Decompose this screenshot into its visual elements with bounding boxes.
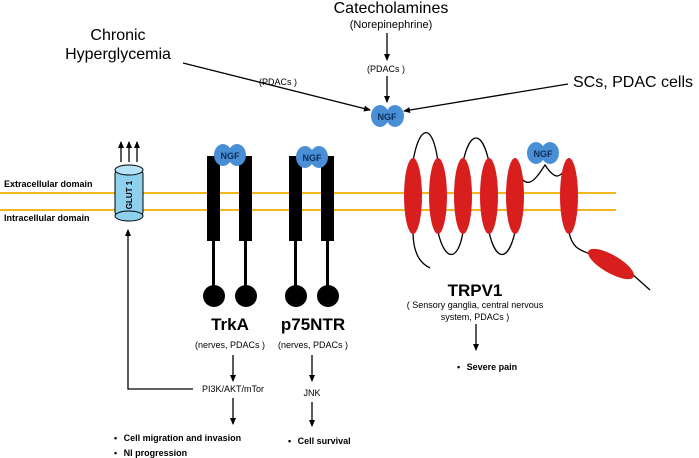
ngf-top-label: NGF	[378, 112, 398, 122]
arrow-pathway-to-glut1	[125, 229, 193, 390]
catecholamines-label: Catecholamines	[334, 0, 449, 17]
ngf-trpv1-label: NGF	[534, 149, 554, 159]
p75ntr-receptor: NGF	[285, 146, 339, 307]
trpv1-subtitle-line1: ( Sensory ganglia, central nervous	[407, 300, 544, 310]
scs-pdac-label: SCs, PDAC cells	[573, 74, 693, 91]
trka-receptor: NGF	[203, 144, 257, 307]
intracellular-label: Intracellular domain	[4, 213, 90, 223]
extracellular-label: Extracellular domain	[4, 179, 93, 189]
hyperglycemia-label-line2: Hyperglycemia	[65, 46, 171, 63]
norepinephrine-label: (Norepinephrine)	[350, 19, 433, 31]
trka-pathway: PI3K/AKT/mTor	[202, 384, 264, 394]
ngf-p75-label: NGF	[303, 153, 323, 163]
arrow-hyperglycemia-to-ngf	[182, 62, 371, 112]
trpv1-title: TRPV1	[448, 281, 503, 300]
pdacs-left-label: (PDACs )	[259, 77, 297, 87]
glut1-transporter: GLUT 1	[114, 141, 144, 222]
arrow-scs-to-ngf	[403, 83, 569, 113]
ngf-top: NGF	[371, 105, 404, 127]
trka-subtitle: (nerves, PDACs )	[195, 340, 265, 350]
trpv1-outcome-1: • Severe pain	[457, 362, 517, 372]
ngf-trka-label: NGF	[221, 151, 241, 161]
trka-title: TrkA	[211, 315, 249, 334]
trpv1-channel: NGF	[404, 132, 651, 291]
p75-pathway: JNK	[303, 388, 320, 398]
trka-outcome-1: • Cell migration and invasion	[114, 433, 241, 443]
trpv1-subtitle-line2: system, PDACs )	[441, 312, 510, 322]
glut1-label: GLUT 1	[125, 180, 134, 209]
trka-outcome-2: • NI progression	[114, 448, 187, 458]
hyperglycemia-label-line1: Chronic	[90, 27, 145, 44]
p75-subtitle: (nerves, PDACs )	[278, 340, 348, 350]
pdacs-top-label: (PDACs )	[367, 64, 405, 74]
p75-outcome-1: • Cell survival	[288, 436, 351, 446]
p75-title: p75NTR	[281, 315, 345, 334]
